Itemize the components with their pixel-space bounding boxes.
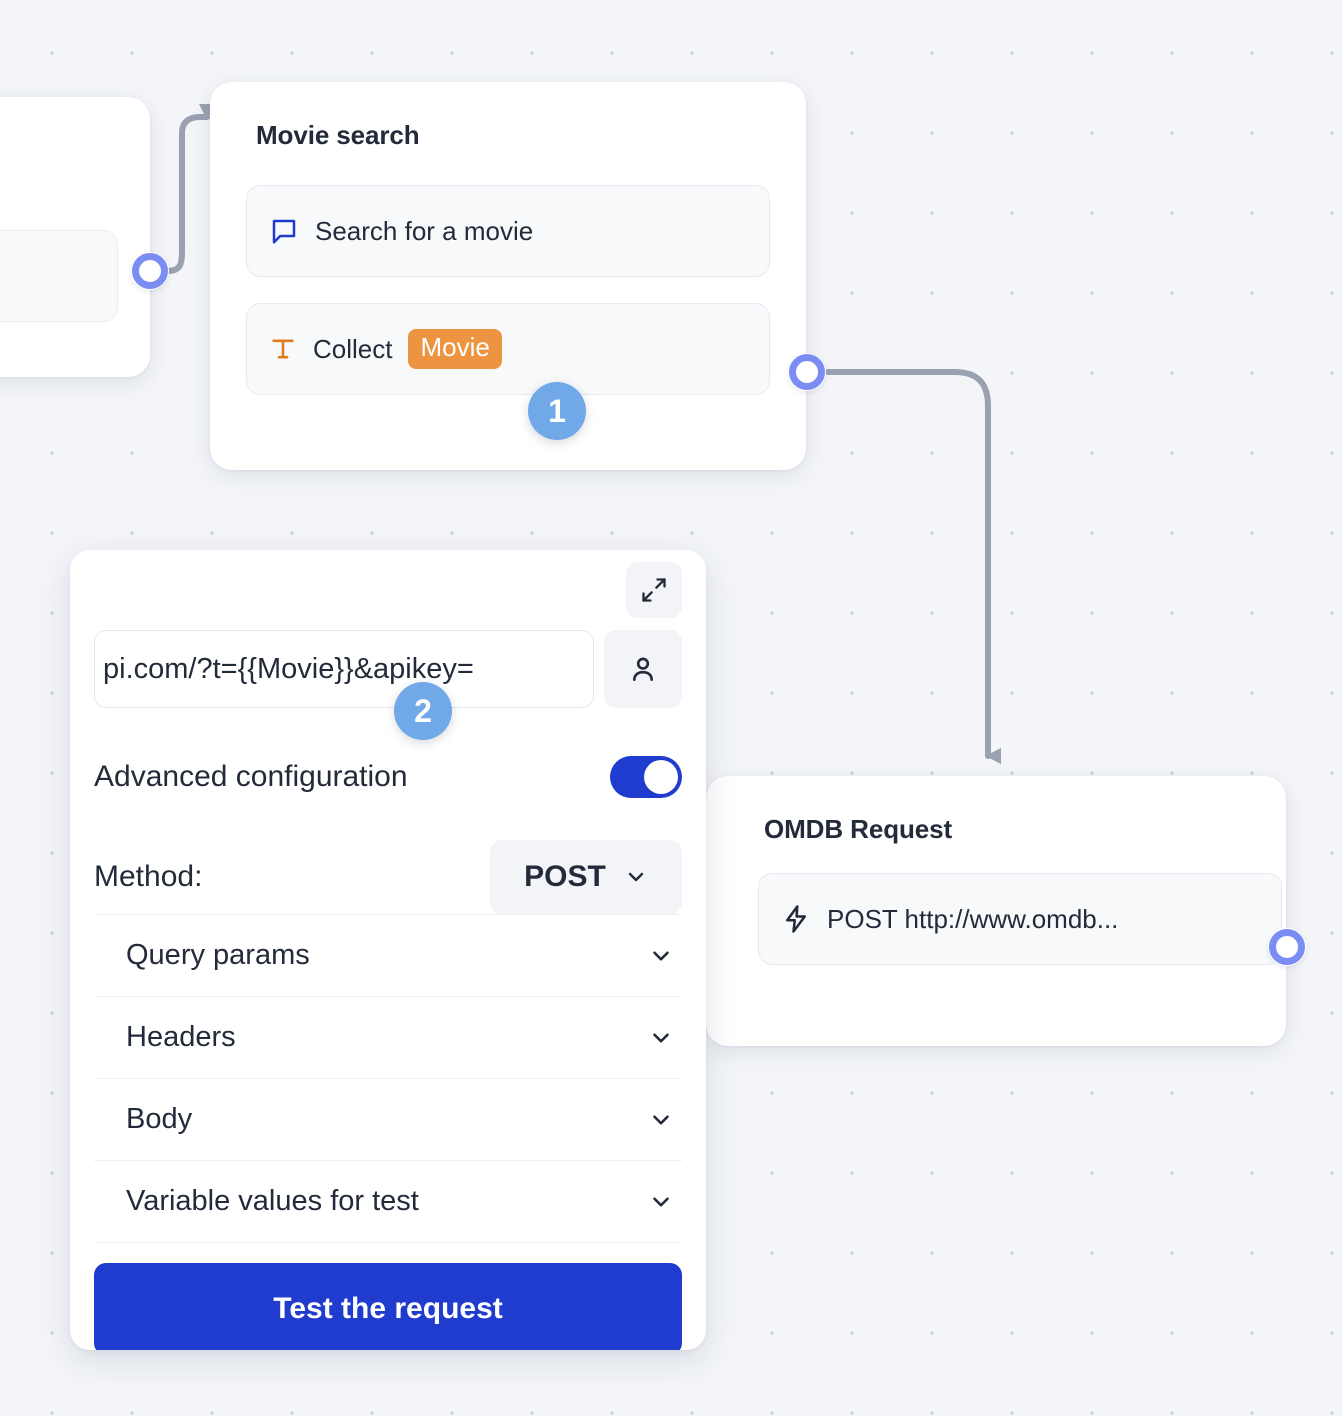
step-badge-2: 2 — [394, 682, 452, 740]
expand-panel-button[interactable] — [626, 562, 682, 618]
node-row-post-request[interactable]: POST http://www.omdb... — [758, 873, 1282, 965]
node-row-label: Collect — [313, 333, 393, 364]
advanced-configuration-toggle[interactable] — [610, 756, 682, 798]
chevron-down-icon — [648, 1025, 674, 1051]
text-field-icon — [269, 335, 297, 363]
method-row: Method: POST — [94, 840, 682, 914]
node-movie-search[interactable]: Movie search Search for a movie Collect … — [210, 82, 806, 470]
chevron-down-icon — [648, 1189, 674, 1215]
chevron-down-icon — [624, 865, 648, 889]
request-config-panel[interactable]: pi.com/?t={{Movie}}&apikey= Advanced con… — [70, 550, 706, 1350]
node-title-movie-search: Movie search — [256, 120, 420, 150]
accordion-query-params[interactable]: Query params — [94, 914, 682, 996]
person-icon — [627, 653, 659, 685]
method-label: Method: — [94, 860, 203, 893]
expand-diagonal-icon — [640, 576, 668, 604]
toggle-knob — [644, 760, 678, 794]
partial-node-card[interactable] — [0, 97, 150, 377]
accordion-headers[interactable]: Headers — [94, 996, 682, 1078]
port-left-node-output[interactable] — [131, 252, 169, 290]
advanced-configuration-label: Advanced configuration — [94, 760, 408, 793]
url-input-value: pi.com/?t={{Movie}}&apikey= — [103, 652, 474, 685]
accordion-label: Variable values for test — [126, 1185, 419, 1217]
accordion-body[interactable]: Body — [94, 1078, 682, 1160]
accordion-bottom-divider — [94, 1242, 682, 1243]
node-row-label: POST http://www.omdb... — [827, 903, 1119, 934]
method-value: POST — [524, 860, 606, 893]
url-input[interactable]: pi.com/?t={{Movie}}&apikey= — [94, 630, 594, 708]
accordion-label: Body — [126, 1103, 193, 1135]
url-row: pi.com/?t={{Movie}}&apikey= — [94, 630, 682, 708]
edge-left-to-movie — [165, 104, 215, 274]
chevron-down-icon — [648, 1107, 674, 1133]
edge-movie-to-omdb — [825, 369, 1001, 764]
accordion-label: Headers — [126, 1021, 236, 1053]
test-the-request-button[interactable]: Test the request — [94, 1263, 682, 1350]
port-movie-search-output[interactable] — [788, 353, 826, 391]
node-row-label: Search for a movie — [315, 215, 534, 246]
node-title-omdb-request: OMDB Request — [764, 814, 953, 844]
port-omdb-request-output[interactable] — [1268, 928, 1306, 966]
accordion-label: Query params — [126, 939, 310, 971]
node-omdb-request[interactable]: OMDB Request POST http://www.omdb... — [706, 776, 1286, 1046]
url-auth-button[interactable] — [604, 630, 682, 708]
node-row-collect-movie[interactable]: Collect Movie — [246, 303, 770, 395]
accordion-variable-values-for-test[interactable]: Variable values for test — [94, 1160, 682, 1242]
method-select[interactable]: POST — [490, 840, 682, 914]
speech-bubble-icon — [269, 216, 299, 246]
step-badge-1: 1 — [528, 382, 586, 440]
partial-node-row[interactable] — [0, 230, 118, 322]
lightning-bolt-icon — [781, 904, 811, 934]
variable-tag-movie[interactable]: Movie — [408, 329, 502, 369]
chevron-down-icon — [648, 943, 674, 969]
advanced-configuration-row: Advanced configuration — [94, 756, 682, 798]
node-row-search-for-a-movie[interactable]: Search for a movie — [246, 185, 770, 277]
